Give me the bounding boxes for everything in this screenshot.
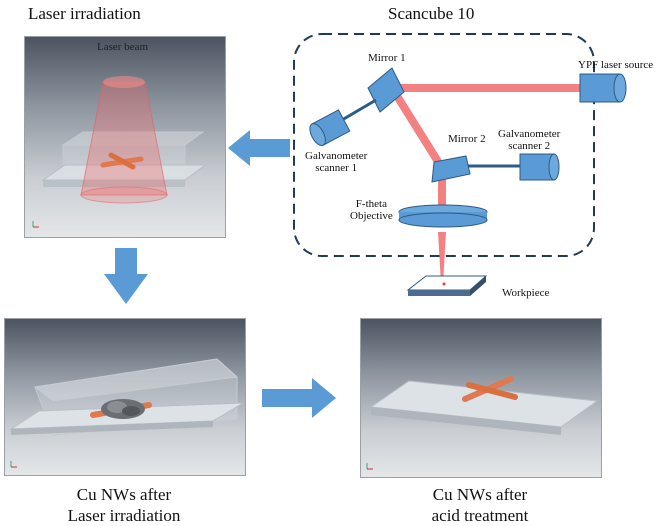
laser-irradiation-render: Laser beam — [24, 36, 226, 238]
mirror1-label: Mirror 1 — [368, 52, 406, 64]
right-arrow-icon — [262, 378, 336, 418]
laser-beam-label: Laser beam — [97, 41, 148, 53]
galvo1-label: Galvanometer scanner 1 — [305, 150, 368, 174]
ftheta-label: F-theta Objective — [350, 198, 393, 222]
scancube-title: Scancube 10 — [388, 4, 475, 23]
cu-nws-acid-render — [360, 318, 602, 478]
cu-nws-laser-render — [4, 318, 246, 476]
galvo2-label: Galvanometer scanner 2 — [498, 128, 561, 152]
scancube-schematic — [293, 33, 627, 296]
laser-irradiation-title: Laser irradiation — [28, 4, 141, 23]
caption-laser-irradiation: Cu NWs after Laser irradiation — [67, 485, 181, 525]
mirror2-label: Mirror 2 — [448, 133, 486, 145]
workpiece-label: Workpiece — [502, 287, 550, 299]
laser-source-label: YPF laser source — [578, 59, 654, 71]
down-arrow-icon — [104, 248, 148, 304]
caption-acid-treatment: Cu NWs after acid treatment — [431, 485, 529, 525]
left-arrow-icon — [228, 130, 290, 166]
